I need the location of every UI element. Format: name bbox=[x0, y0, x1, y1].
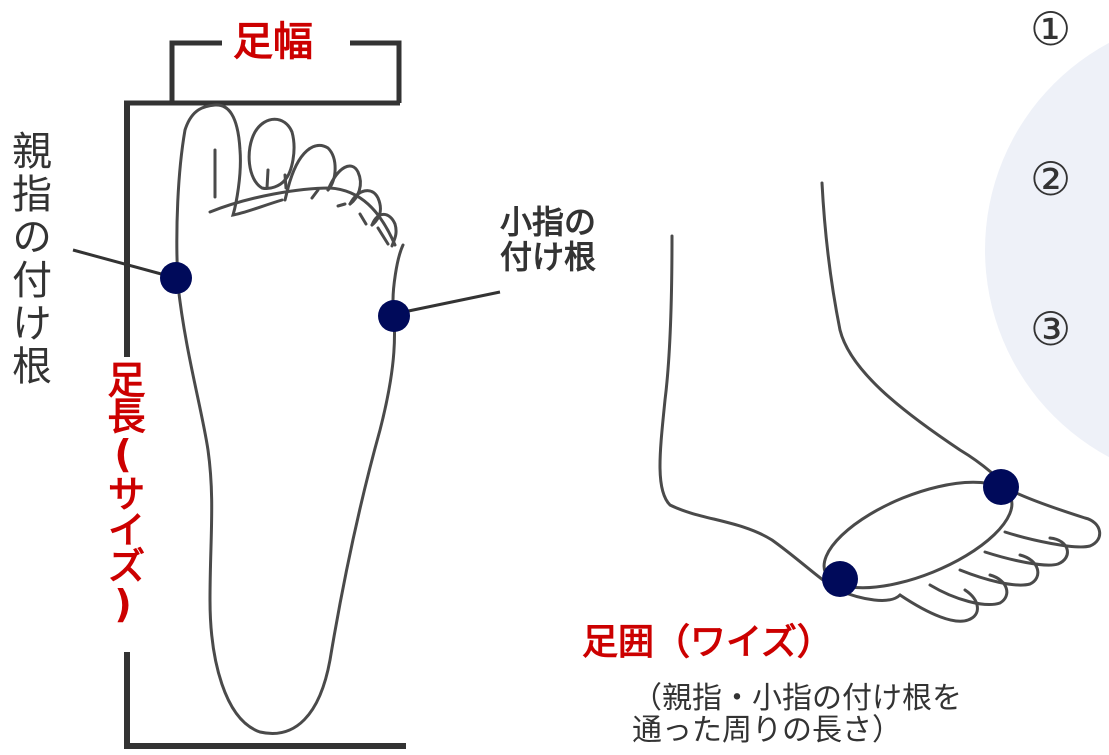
little-toe-base-dot bbox=[378, 300, 410, 332]
big-toe-base-label: 親指の付け根 bbox=[5, 130, 51, 388]
girth-dot-little-toe bbox=[983, 469, 1019, 505]
little-toe-pointer-line bbox=[393, 290, 501, 316]
foot-sole-outline bbox=[175, 103, 405, 735]
step-number-2: ② bbox=[1030, 152, 1072, 206]
foot-side-outline bbox=[658, 181, 1101, 623]
big-toe-pointer-line bbox=[72, 248, 177, 280]
little-toe-base-label: 小指の 付け根 bbox=[500, 203, 597, 276]
foot-length-bracket bbox=[124, 103, 406, 749]
girth-dot-big-toe bbox=[822, 561, 858, 597]
foot-width-label: 足幅 bbox=[233, 19, 313, 65]
foot-girth-label: 足囲（ワイズ） bbox=[582, 622, 833, 663]
background-panel bbox=[985, 42, 1109, 458]
foot-length-label: 足長(サイズ) bbox=[101, 360, 145, 624]
foot-width-bracket bbox=[169, 40, 402, 103]
big-toe-base-dot bbox=[160, 262, 192, 294]
step-number-3: ③ bbox=[1030, 302, 1072, 356]
step-number-1: ① bbox=[1030, 2, 1072, 56]
foot-girth-note: （親指・小指の付け根を 通った周りの長さ） bbox=[632, 681, 962, 748]
